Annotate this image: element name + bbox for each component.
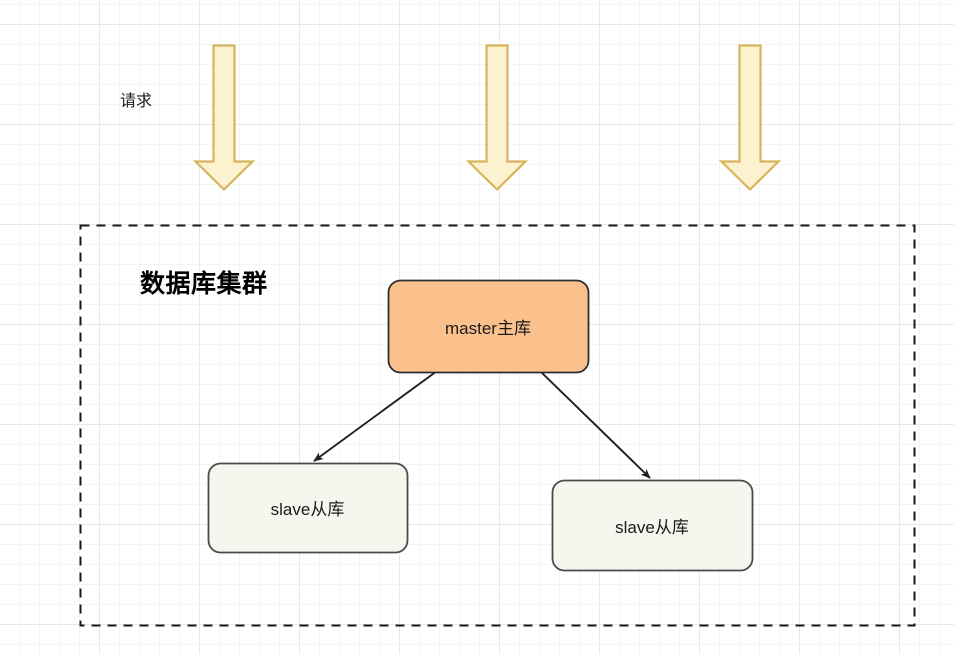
node-slave-left[interactable] xyxy=(207,462,409,554)
connector-master-to-slave-right xyxy=(539,370,651,479)
request-arrow-1 xyxy=(192,44,256,192)
node-slave-right[interactable] xyxy=(551,479,754,572)
request-arrow-2 xyxy=(465,44,529,192)
connector-master-to-slave-left xyxy=(313,370,438,462)
database-cluster-container xyxy=(79,224,916,627)
node-master[interactable] xyxy=(387,279,590,374)
cluster-title: 数据库集群 xyxy=(140,270,268,298)
request-arrow-3 xyxy=(718,44,782,192)
request-label: 请求 xyxy=(120,93,153,110)
